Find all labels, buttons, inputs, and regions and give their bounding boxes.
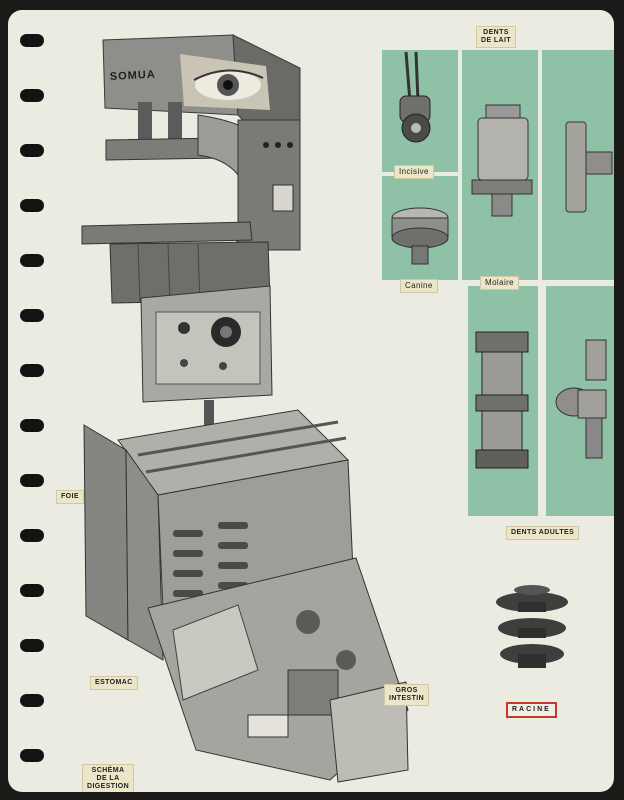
part-photos xyxy=(391,51,613,668)
binder-hole xyxy=(20,89,44,102)
binder-hole xyxy=(20,199,44,212)
press-machine-illustration: SOMUA xyxy=(81,34,409,783)
binder-hole xyxy=(20,694,44,707)
label-gros-intestin-line2: INTESTIN xyxy=(389,695,425,702)
binder-hole xyxy=(20,584,44,597)
label-dents-de-lait-line1: DENTS xyxy=(483,29,509,36)
label-schema-digestion: SCHÉMA DE LA DIGESTION xyxy=(82,764,135,792)
label-racine: RACINE xyxy=(506,702,557,718)
binder-hole xyxy=(20,254,44,267)
label-canine: Canine xyxy=(400,279,438,293)
label-dents-de-lait: DENTS DE LAIT xyxy=(476,26,517,48)
label-dents-adultes: DENTS ADULTES xyxy=(506,526,580,540)
binder-hole xyxy=(20,419,44,432)
label-estomac: ESTOMAC xyxy=(90,676,138,690)
label-dents-de-lait-line2: DE LAIT xyxy=(481,37,512,44)
binder-hole xyxy=(20,34,44,47)
label-gros-intestin: GROS INTESTIN xyxy=(384,684,430,706)
binder-hole xyxy=(20,364,44,377)
label-schema-line3: DIGESTION xyxy=(87,783,130,790)
binder-hole xyxy=(20,144,44,157)
label-molaire: Molaire xyxy=(480,276,520,290)
binder-hole xyxy=(20,529,44,542)
binder-hole xyxy=(20,474,44,487)
binder-hole xyxy=(20,309,44,322)
album-page: SOMUA xyxy=(8,10,614,792)
machine-brand-label: SOMUA xyxy=(110,69,157,83)
label-gros-intestin-line1: GROS xyxy=(395,687,418,694)
label-schema-line1: SCHÉMA xyxy=(91,767,125,774)
label-schema-line2: DE LA xyxy=(96,775,120,782)
label-foie: FOIE xyxy=(56,490,84,504)
binder-hole xyxy=(20,749,44,762)
label-incisive: Incisive xyxy=(394,165,434,179)
binder-hole xyxy=(20,639,44,652)
